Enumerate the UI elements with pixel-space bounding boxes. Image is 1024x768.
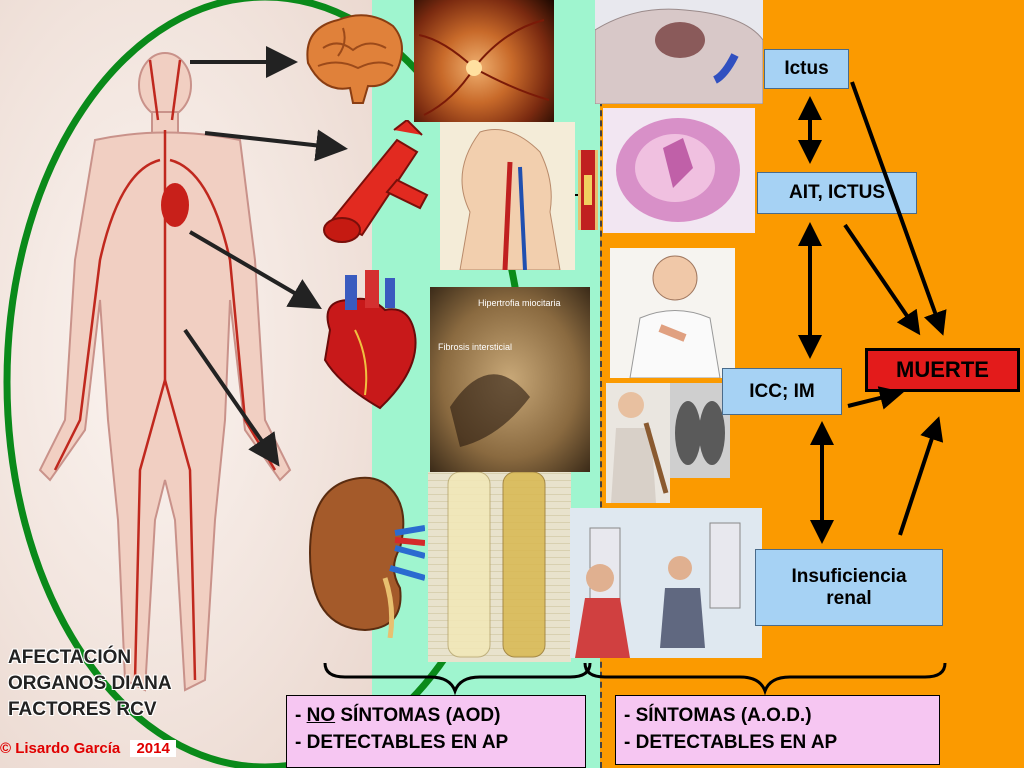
dialysis-room-photo bbox=[570, 508, 762, 658]
asymptomatic-line1: - NO SÍNTOMAS (AOD) bbox=[295, 705, 501, 726]
chest-pain-patient-photo bbox=[610, 248, 735, 378]
asymptomatic-box: - NO SÍNTOMAS (AOD) - DETECTABLES EN AP bbox=[286, 695, 586, 768]
carotid-neck-photo bbox=[440, 122, 575, 270]
insuficiencia-line2: renal bbox=[826, 587, 872, 609]
grouping-braces bbox=[323, 662, 947, 695]
afectacion-caption: AFECTACIÓN ORGANOS DIANA FACTORES RCV bbox=[8, 647, 172, 720]
artery-plaque-photo bbox=[578, 150, 598, 230]
asymptomatic-line2: - DETECTABLES EN AP bbox=[295, 732, 509, 753]
symptomatic-box: - SÍNTOMAS (A.O.D.) - DETECTABLES EN AP bbox=[615, 695, 940, 765]
urine-tubes-photo bbox=[428, 472, 571, 662]
copyright-symbol: © bbox=[0, 740, 12, 757]
symptomatic-line2: - DETECTABLES EN AP bbox=[624, 732, 838, 753]
symptomatic-line1: - SÍNTOMAS (A.O.D.) bbox=[624, 705, 812, 726]
vessel-histology-photo bbox=[603, 108, 755, 233]
no-emphasis: NO bbox=[306, 705, 336, 726]
box-ictus: Ictus bbox=[764, 49, 849, 89]
box-muerte: MUERTE bbox=[865, 348, 1020, 392]
retina-photo bbox=[414, 0, 554, 122]
myocardium-histology-photo bbox=[430, 287, 590, 472]
copyright-year: 2014 bbox=[130, 740, 176, 757]
brain-section-photo bbox=[595, 0, 763, 104]
heart-icon bbox=[323, 270, 417, 410]
kidney-icon bbox=[308, 476, 425, 638]
insuficiencia-line1: Insuficiencia bbox=[791, 565, 907, 587]
box-insuficiencia-renal: Insuficiencia renal bbox=[755, 549, 943, 626]
dyspnea-patient-photo bbox=[606, 383, 670, 503]
brain-icon bbox=[306, 14, 403, 104]
copyright-author: Lisardo García bbox=[11, 740, 121, 757]
human-body-figure bbox=[38, 52, 292, 692]
label-hipertrofia: Hipertrofia miocitaria bbox=[478, 298, 561, 308]
box-icc-im: ICC; IM bbox=[722, 368, 842, 415]
label-fibrosis: Fibrosis intersticial bbox=[438, 342, 513, 352]
copyright: © Lisardo García 2014 bbox=[0, 740, 176, 757]
artery-icon bbox=[323, 120, 429, 243]
chest-xray-photo bbox=[670, 383, 730, 478]
